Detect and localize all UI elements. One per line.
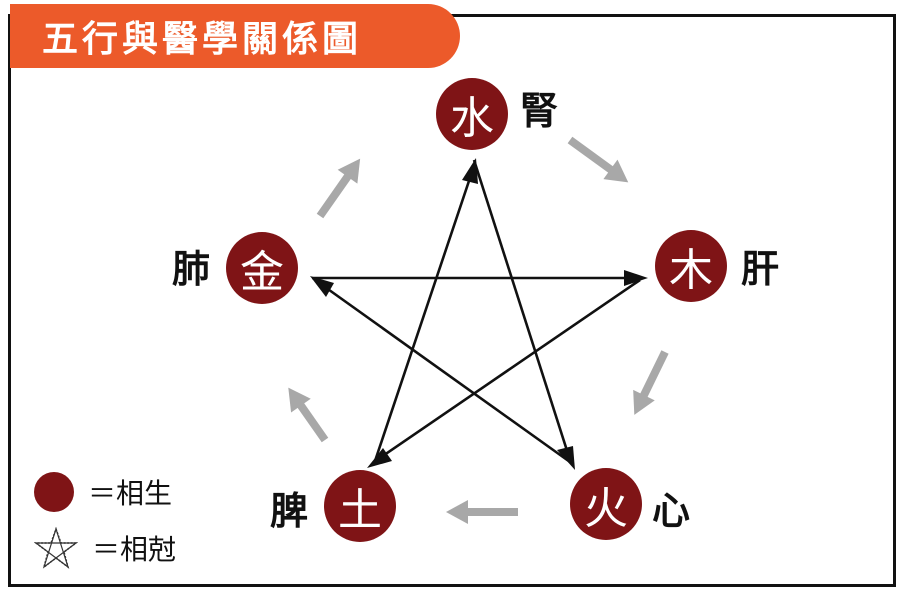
arrow-water-to-fire: [472, 159, 572, 461]
legend-overcoming-label: ＝相尅: [92, 533, 177, 566]
element-earth-label: 土: [338, 485, 382, 536]
legend-overcoming: ＝相尅: [34, 526, 176, 570]
arrow-fire-to-earth: [446, 500, 518, 524]
organ-lung: 肺: [172, 247, 211, 291]
node-fire: 火: [570, 468, 642, 540]
generating-arrows: [288, 136, 669, 524]
overcoming-arrows: [312, 159, 641, 465]
legend-star-icon: [34, 526, 78, 569]
arrow-earth-to-water: [372, 165, 476, 465]
node-wood: 木: [655, 230, 727, 302]
organ-heart: 心: [652, 489, 691, 533]
element-water-label: 水: [450, 93, 494, 144]
organ-kidney: 腎: [520, 89, 559, 133]
arrow-water-to-wood: [567, 136, 629, 183]
title-banner: 五行與醫學關係圖: [10, 4, 460, 68]
arrow-wood-to-fire: [633, 350, 669, 415]
arrowhead-fire: [557, 446, 575, 470]
arrow-wood-to-earth: [373, 278, 641, 464]
arrowhead-wood: [624, 270, 648, 286]
arrowhead-earth: [367, 448, 392, 468]
organ-liver: 肝: [741, 247, 780, 291]
arrow-fire-to-metal: [317, 280, 571, 464]
element-metal-label: 金: [240, 247, 284, 298]
arrow-metal-to-water: [316, 158, 361, 219]
node-metal: 金: [226, 232, 298, 304]
arrowhead-metal: [310, 276, 334, 297]
organ-spleen: 脾: [270, 489, 309, 533]
arrowhead-water: [462, 158, 478, 184]
page-title: 五行與醫學關係圖: [42, 19, 363, 60]
overcoming-arrowheads: [310, 158, 648, 470]
legend-dot-icon: [34, 472, 74, 512]
node-earth: 土: [324, 470, 396, 542]
element-wood-label: 木: [669, 245, 713, 296]
element-fire-label: 火: [584, 483, 628, 534]
node-water: 水: [436, 78, 508, 150]
legend-generating-label: ＝相生: [88, 477, 173, 510]
arrow-earth-to-metal: [288, 387, 329, 443]
legend-generating: ＝相生: [34, 472, 172, 512]
